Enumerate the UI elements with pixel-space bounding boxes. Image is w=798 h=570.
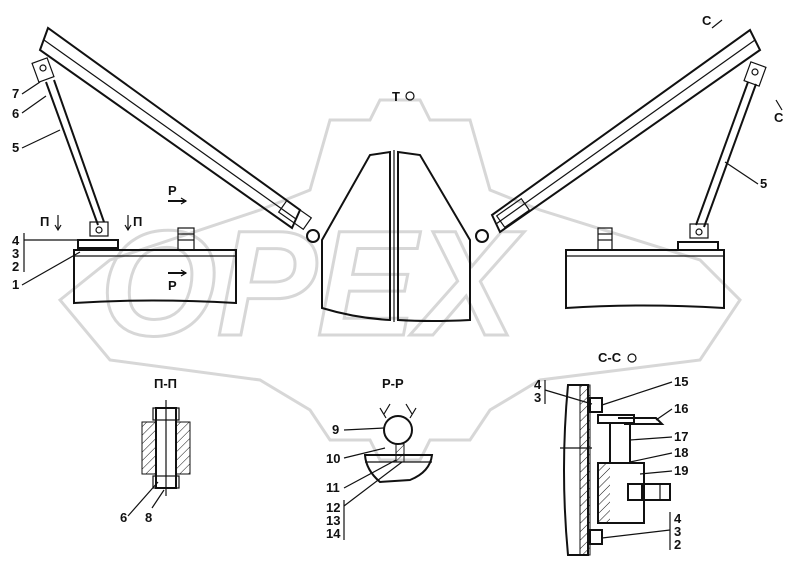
section-mark-C-top: С [702,13,723,29]
rr-callout-10: 10 [326,451,340,466]
watermark-gear [57,98,742,462]
cc-callout-18: 18 [674,445,688,460]
right-base [565,227,725,310]
section-mark-Pi-left-label: П [40,214,49,229]
mark-T-label: Т [392,89,400,104]
section-pp-title: П-П [154,376,177,391]
watermark-text: OPEX [100,199,525,367]
rr-callout-9: 9 [332,422,339,437]
cc-callout-15: 15 [674,374,688,389]
section-pp: П-П 6 8 [120,376,191,525]
cc-callout-4-bottom: 4 [674,511,682,526]
cc-callout-4-top: 4 [534,377,542,392]
cc-callout-3-top: 3 [534,390,541,405]
section-mark-P-upper-label: Р [168,183,177,198]
section-mark-P-lower: Р [168,269,188,293]
pp-callout-6: 6 [120,510,127,525]
pp-callout-8: 8 [145,510,152,525]
callout-6: 6 [12,106,19,121]
rr-callout-12: 12 [326,500,340,515]
cc-callout-2-bottom: 2 [674,537,681,552]
right-strut [689,61,767,239]
callout-1: 1 [12,277,19,292]
center-walls [321,150,471,322]
section-mark-P-lower-label: Р [168,278,177,293]
cc-callout-19: 19 [674,463,688,478]
section-mark-P-upper: Р [168,183,188,205]
section-cc: С-С 4 3 15 16 17 18 19 4 3 [534,350,688,556]
cc-callout-17: 17 [674,429,688,444]
left-base [73,227,237,305]
left-beam [38,26,320,243]
right-beam [475,28,762,243]
section-mark-Pi-right: П [124,214,142,232]
callout-4: 4 [12,233,20,248]
callout-main-right: 5 [724,161,767,191]
callouts-main-left: 7 6 5 4 3 2 1 [12,81,81,292]
rr-callout-14: 14 [326,526,341,541]
section-rr-title: Р-Р [382,376,404,391]
section-mark-C-top-label: С [702,13,712,28]
callout-3: 3 [12,246,19,261]
left-strut [31,57,109,237]
section-mark-Pi-left: П [40,214,62,232]
section-mark-Pi-right-label: П [133,214,142,229]
callout-5: 5 [12,140,19,155]
section-mark-C-right-label: С [774,110,784,125]
callout-7: 7 [12,86,19,101]
callout-5-right: 5 [760,176,767,191]
cc-callout-3-bottom: 3 [674,524,681,539]
callout-2: 2 [12,259,19,274]
cc-callout-16: 16 [674,401,688,416]
section-rr: Р-Р 9 10 11 12 13 14 [326,376,434,541]
section-cc-title: С-С [598,350,622,365]
rr-callout-13: 13 [326,513,340,528]
section-mark-C-right: С [774,99,784,125]
rr-callout-11: 11 [326,480,340,495]
mark-T: Т [392,89,415,104]
